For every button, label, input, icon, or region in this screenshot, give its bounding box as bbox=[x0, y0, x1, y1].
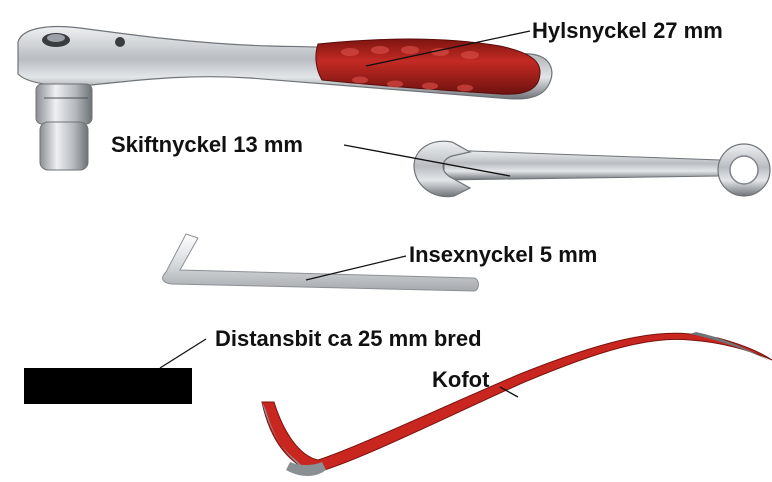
combination-wrench-icon bbox=[414, 141, 770, 196]
label-spacer: Distansbit ca 25 mm bred bbox=[215, 328, 482, 350]
label-combination-wrench: Skiftnyckel 13 mm bbox=[111, 134, 303, 156]
label-hex-key: Insexnyckel 5 mm bbox=[409, 244, 597, 266]
label-socket-wrench: Hylsnyckel 27 mm bbox=[532, 20, 723, 42]
leader-spacer bbox=[160, 339, 206, 368]
spacer-block-icon bbox=[24, 368, 192, 404]
crowbar-icon bbox=[262, 332, 772, 476]
label-crowbar: Kofot bbox=[432, 369, 489, 391]
